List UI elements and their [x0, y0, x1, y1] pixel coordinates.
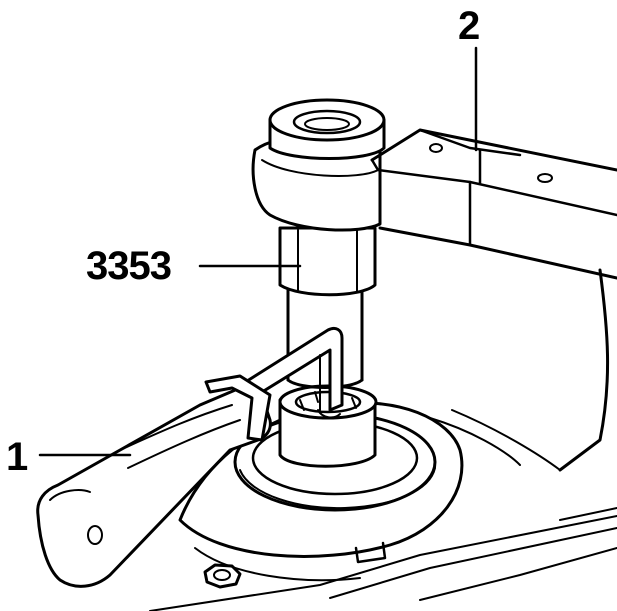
strut-tower-panel	[149, 268, 617, 611]
callout-label-1: 1	[6, 435, 28, 479]
torque-wrench	[251, 98, 617, 280]
callout-label-3353: 3353	[86, 244, 172, 288]
leader-lines	[38, 46, 478, 457]
callout-label-2: 2	[458, 4, 480, 48]
hex-key-handle	[36, 374, 272, 588]
hex-nut	[203, 563, 242, 589]
